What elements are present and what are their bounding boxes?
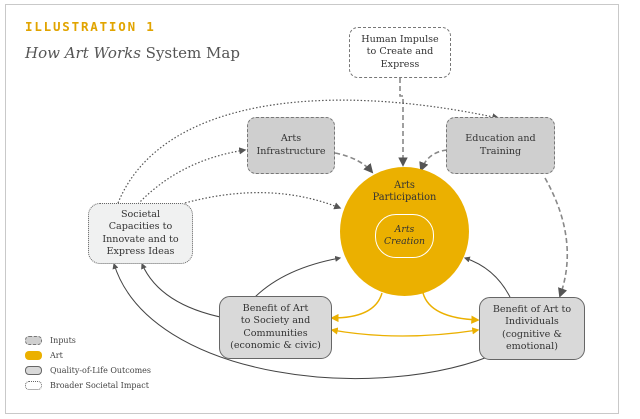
illustration-label: ILLUSTRATION 1: [25, 19, 156, 34]
figure-title: How Art Works System Map: [25, 44, 240, 62]
arrow-education-to-individuals: [544, 177, 569, 298]
legend: Inputs Art Quality-of-Life Outcomes Broa…: [25, 333, 151, 393]
node-arts-participation: [340, 167, 469, 296]
arrow-impulse-to-participation: [398, 78, 408, 167]
title-rest: System Map: [140, 44, 240, 62]
legend-item-outcomes: Quality-of-Life Outcomes: [25, 363, 151, 378]
legend-item-societal: Broader Societal Impact: [25, 378, 151, 393]
arrow-education-to-participation: [419, 149, 448, 172]
arrow-societal-to-education: [117, 99, 500, 204]
arrow-societal-to-participation: [184, 192, 342, 210]
legend-item-inputs: Inputs: [25, 333, 151, 348]
title-italic: How Art Works: [25, 44, 141, 62]
legend-swatch-outcomes: [25, 366, 42, 375]
legend-swatch-societal: [25, 381, 42, 390]
arrow-society-individuals-link: [330, 327, 480, 337]
arrow-participation-to-society: [330, 292, 383, 323]
arrow-individuals-to-participation: [463, 256, 511, 298]
arrow-society-to-societal: [141, 262, 226, 319]
arrow-society-to-participation: [254, 255, 342, 298]
arrow-individuals-to-societal: [112, 262, 501, 379]
legend-swatch-art: [25, 351, 42, 360]
arrow-infrastructure-to-participation: [334, 152, 374, 174]
legend-swatch-inputs: [25, 336, 42, 345]
arrow-societal-to-infrastructure: [137, 147, 247, 205]
legend-item-art: Art: [25, 348, 151, 363]
arrow-participation-to-individuals: [422, 292, 480, 324]
